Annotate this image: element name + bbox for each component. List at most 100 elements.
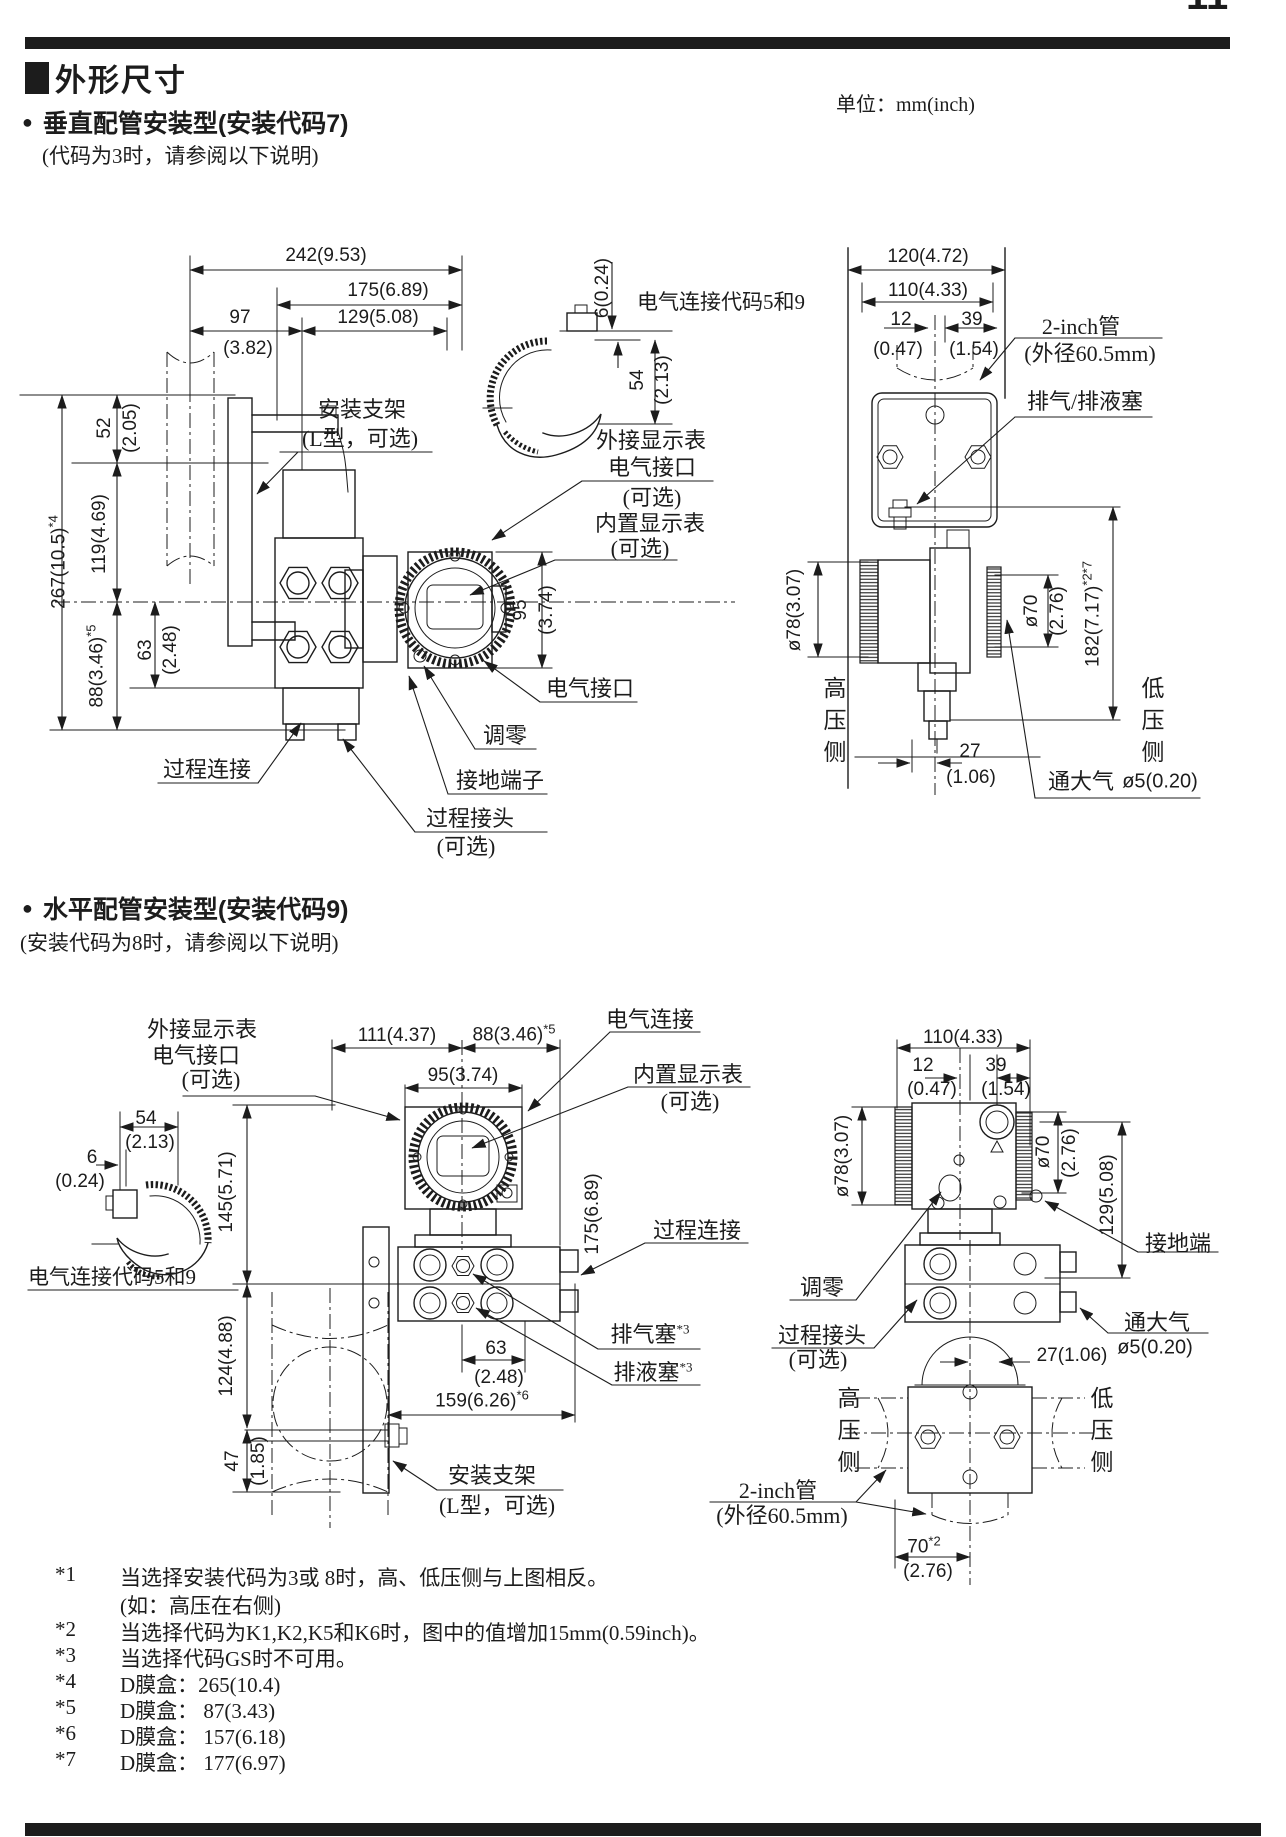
s1-intdisp-label-1: 内置显示表 (594, 511, 706, 536)
s1-dim-12-inch: (0.47) (873, 339, 923, 360)
s2-dim-6: 6 (86, 1147, 98, 1168)
page-title: 外形尺寸 (25, 55, 187, 100)
s1-procadpt-label-2: (可选) (436, 834, 496, 859)
s1-high-side-label: 高压侧 (820, 676, 845, 772)
s2-dim-70: 70*2 (907, 1533, 941, 1558)
s1-dim-267: 267(10.5)*4 (45, 515, 70, 609)
s1-atm-dia: ø5(0.20) (1122, 770, 1198, 793)
s1-dim-63: 63 (135, 639, 156, 661)
footer-rule (25, 1823, 1261, 1836)
s2-conncode-label: 电气连接代码5和9 (28, 1265, 196, 1289)
footnote-star: *2 (55, 1617, 76, 1641)
footnote-text: 当选择安装代码为3或 8时，高、低压侧与上图相反。 (120, 1566, 609, 1590)
s1-dim-6: 6(0.24) (592, 257, 613, 319)
footnote-star: *5 (55, 1695, 76, 1719)
footnote-star: *7 (55, 1747, 76, 1771)
s2-high-side-label: 高压侧 (834, 1386, 859, 1482)
s2-dim-54: 54 (135, 1108, 157, 1129)
s2-dim-39-inch: (1.54) (981, 1079, 1031, 1100)
s2-procconn-label: 过程连接 (652, 1218, 742, 1243)
s2-dia70: ø70 (1033, 1135, 1054, 1169)
s2-bracket-label-2: (L型，可选) (438, 1493, 556, 1518)
s1-dim-129: 129(5.08) (337, 307, 419, 328)
s1-dim-27-inch: (1.06) (946, 767, 996, 788)
s2-dim-63-inch: (2.48) (474, 1367, 524, 1388)
s2-dim-6-inch: (0.24) (55, 1171, 105, 1192)
s2-low-side-label: 低压侧 (1087, 1386, 1112, 1482)
s2-dim-145: 145(5.71) (216, 1151, 237, 1233)
s2-dim-95: 95(3.74) (427, 1065, 499, 1086)
s1-bracket-label-1: 安装支架 (317, 397, 407, 422)
section1-heading: ● 垂直配管安装型(安装代码7) (22, 110, 349, 138)
s1-dim-97-inch: (3.82) (223, 338, 273, 359)
s1-dim-97: 97 (229, 307, 251, 328)
s2-dia70-inch: (2.76) (1059, 1128, 1080, 1178)
s2-extdisp-label-1: 外接显示表 (146, 1017, 258, 1042)
s1-dim-242: 242(9.53) (285, 245, 367, 266)
s1-dim-52-inch: (2.05) (120, 403, 141, 453)
s1-procconn-label: 过程连接 (162, 757, 252, 782)
footnote-text: 当选择代码GS时不可用。 (120, 1647, 357, 1671)
s2-front-view (182, 1031, 751, 1528)
s2-atm-dia: ø5(0.20) (1117, 1336, 1193, 1359)
s2-atm-label: 通大气 (1123, 1310, 1191, 1335)
footnote-star: *6 (55, 1721, 76, 1745)
s1-ventdrain-label: 排气/排液塞 (1026, 389, 1144, 414)
s1-dim-88: 88(3.46)*5 (83, 624, 108, 708)
s1-dim-39: 39 (961, 309, 983, 330)
s1-dim-110: 110(4.33) (888, 280, 968, 301)
page-number: 11 (1186, 0, 1228, 19)
s1-atm-label: 通大气 (1047, 769, 1115, 794)
s1-dim-54-inch: (2.13) (652, 355, 673, 405)
s1-ground-label: 接地端子 (455, 768, 545, 793)
s1-front-view (19, 255, 735, 833)
section2-note: (安装代码为8时，请参阅以下说明) (20, 931, 339, 955)
unit-note: 单位：mm(inch) (836, 94, 975, 116)
s2-extdisp-label-3: (可选) (181, 1067, 241, 1092)
s1-extdisp-label-3: (可选) (622, 485, 682, 510)
s1-bracket-label-2: (L型，可选) (301, 426, 419, 451)
s1-dim-182: 182(7.17)*2*7 (1079, 561, 1104, 667)
s1-procadpt-label-1: 过程接头 (425, 806, 515, 831)
bullet-icon: ● (22, 897, 33, 918)
s1-dim-52: 52 (94, 417, 115, 439)
s1-zero-label: 调零 (482, 723, 528, 748)
s2-dim-111: 111(4.37) (357, 1025, 437, 1046)
header-rule (25, 37, 1230, 49)
s2-intdisp-label-1: 内置显示表 (632, 1062, 744, 1087)
s2-elecconn-label: 电气连接 (605, 1007, 695, 1032)
s1-dim-120: 120(4.72) (887, 246, 969, 267)
s2-dim-27: 27(1.06) (1036, 1345, 1108, 1366)
s2-dim-175: 175(6.89) (582, 1173, 603, 1255)
s2-vent-label: 排气塞*3 (610, 1321, 690, 1347)
s2-dim-47: 47 (222, 1450, 243, 1472)
s2-bracket-label-1: 安装支架 (447, 1463, 537, 1488)
s2-extdisp-label-2: 电气接口 (151, 1043, 241, 1068)
s1-intdisp-label-2: (可选) (610, 536, 670, 561)
s1-conncode-label: 电气连接代码5和9 (637, 290, 805, 314)
footnote-text: D膜盒：265(10.4) (120, 1673, 281, 1697)
s1-dim-39-inch: (1.54) (949, 339, 999, 360)
section2-heading: ● 水平配管安装型(安装代码9) (22, 896, 349, 924)
footnote-text: D膜盒： 87(3.43) (120, 1699, 276, 1723)
footnote-star: *1 (55, 1562, 76, 1586)
footnote-text: (如：高压在右侧) (120, 1594, 281, 1618)
s2-procadpt-label-1: 过程接头 (777, 1323, 867, 1348)
s2-dim-110: 110(4.33) (923, 1027, 1003, 1048)
s2-dim-54-inch: (2.13) (125, 1132, 175, 1153)
s2-conduit-detail (27, 1111, 239, 1291)
section1-note: (代码为3时，请参阅以下说明) (42, 144, 319, 168)
s2-dim-47-inch: (1.85) (248, 1436, 269, 1486)
s1-dia78: ø78(3.07) (784, 568, 805, 652)
s2-dim-88: 88(3.46)*5 (472, 1021, 556, 1046)
s1-elecport-label: 电气接口 (545, 676, 635, 701)
s2-dim-129: 129(5.08) (1097, 1154, 1118, 1236)
s2-side-view (709, 1039, 1219, 1585)
s2-dim-12-inch: (0.47) (907, 1079, 957, 1100)
footnote-text: D膜盒： 157(6.18) (120, 1725, 286, 1749)
s2-drain-label: 排液塞*3 (613, 1359, 693, 1385)
s2-dim-124: 124(4.88) (216, 1315, 237, 1397)
s1-dim-95: 95 (510, 599, 531, 621)
